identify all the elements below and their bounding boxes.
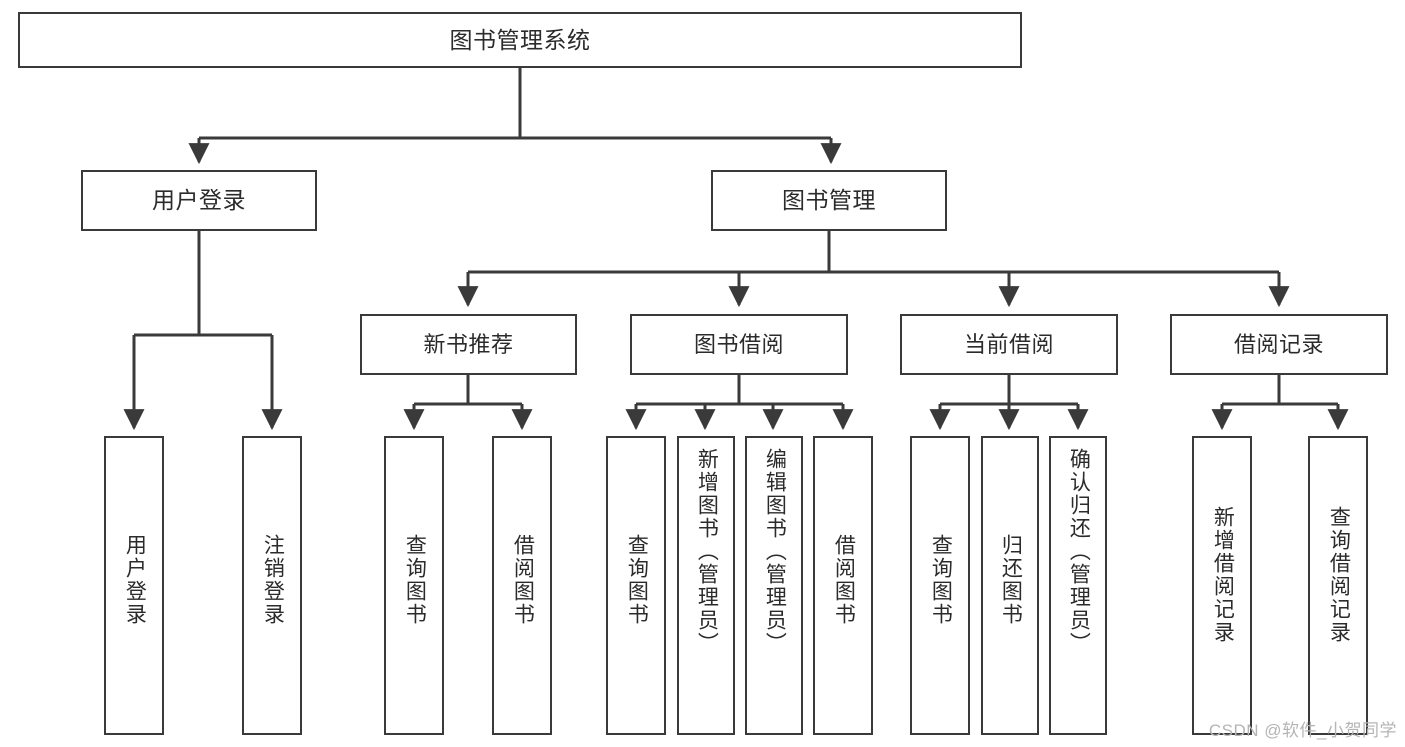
node-leaf-query-borrow-record-label: 查询借阅记录 xyxy=(1327,506,1351,644)
node-leaf-borrow-book-2-label: 借阅图书 xyxy=(832,534,856,626)
node-current-borrow[interactable]: 当前借阅 xyxy=(900,314,1118,375)
node-book-management[interactable]: 图书管理 xyxy=(711,170,947,231)
node-new-book-recommend[interactable]: 新书推荐 xyxy=(360,314,577,375)
node-root[interactable]: 图书管理系统 xyxy=(18,12,1022,68)
node-leaf-query-book-1-label: 查询图书 xyxy=(403,534,427,626)
node-root-label: 图书管理系统 xyxy=(449,26,591,53)
node-leaf-user-login[interactable]: 用户登录 xyxy=(104,436,164,735)
node-leaf-edit-book-admin[interactable]: 编辑图书（管理员） xyxy=(745,436,803,735)
node-leaf-logout-label: 注销登录 xyxy=(261,534,285,626)
node-leaf-query-book-1[interactable]: 查询图书 xyxy=(384,436,444,735)
node-leaf-query-borrow-record[interactable]: 查询借阅记录 xyxy=(1308,436,1368,735)
node-leaf-add-borrow-record-label: 新增借阅记录 xyxy=(1211,506,1235,644)
watermark-text: CSDN @软件_小贺同学 xyxy=(1208,721,1397,740)
node-leaf-borrow-book-1[interactable]: 借阅图书 xyxy=(492,436,552,735)
node-new-book-recommend-label: 新书推荐 xyxy=(423,331,514,357)
node-leaf-edit-book-admin-label: 编辑图书（管理员） xyxy=(763,448,787,655)
node-user-login[interactable]: 用户登录 xyxy=(81,170,317,231)
node-leaf-query-book-3[interactable]: 查询图书 xyxy=(910,436,970,735)
node-leaf-logout[interactable]: 注销登录 xyxy=(242,436,302,735)
node-leaf-return-book-label: 归还图书 xyxy=(999,534,1023,626)
node-leaf-add-book-admin[interactable]: 新增图书（管理员） xyxy=(677,436,735,735)
node-borrow-record[interactable]: 借阅记录 xyxy=(1170,314,1388,375)
node-leaf-borrow-book-1-label: 借阅图书 xyxy=(511,534,535,626)
node-leaf-confirm-return-admin-label: 确认归还（管理员） xyxy=(1067,448,1091,655)
node-book-borrow[interactable]: 图书借阅 xyxy=(630,314,848,375)
node-current-borrow-label: 当前借阅 xyxy=(963,331,1054,357)
node-user-login-label: 用户登录 xyxy=(152,187,246,213)
node-leaf-add-borrow-record[interactable]: 新增借阅记录 xyxy=(1192,436,1252,735)
node-book-borrow-label: 图书借阅 xyxy=(693,331,784,357)
node-leaf-query-book-3-label: 查询图书 xyxy=(929,534,953,626)
node-leaf-user-login-label: 用户登录 xyxy=(123,534,147,626)
node-leaf-query-book-2-label: 查询图书 xyxy=(625,534,649,626)
node-leaf-borrow-book-2[interactable]: 借阅图书 xyxy=(813,436,873,735)
node-borrow-record-label: 借阅记录 xyxy=(1233,331,1324,357)
node-leaf-confirm-return-admin[interactable]: 确认归还（管理员） xyxy=(1049,436,1107,735)
node-book-management-label: 图书管理 xyxy=(782,187,876,213)
node-leaf-add-book-admin-label: 新增图书（管理员） xyxy=(695,448,719,655)
node-leaf-return-book[interactable]: 归还图书 xyxy=(981,436,1039,735)
node-leaf-query-book-2[interactable]: 查询图书 xyxy=(606,436,666,735)
